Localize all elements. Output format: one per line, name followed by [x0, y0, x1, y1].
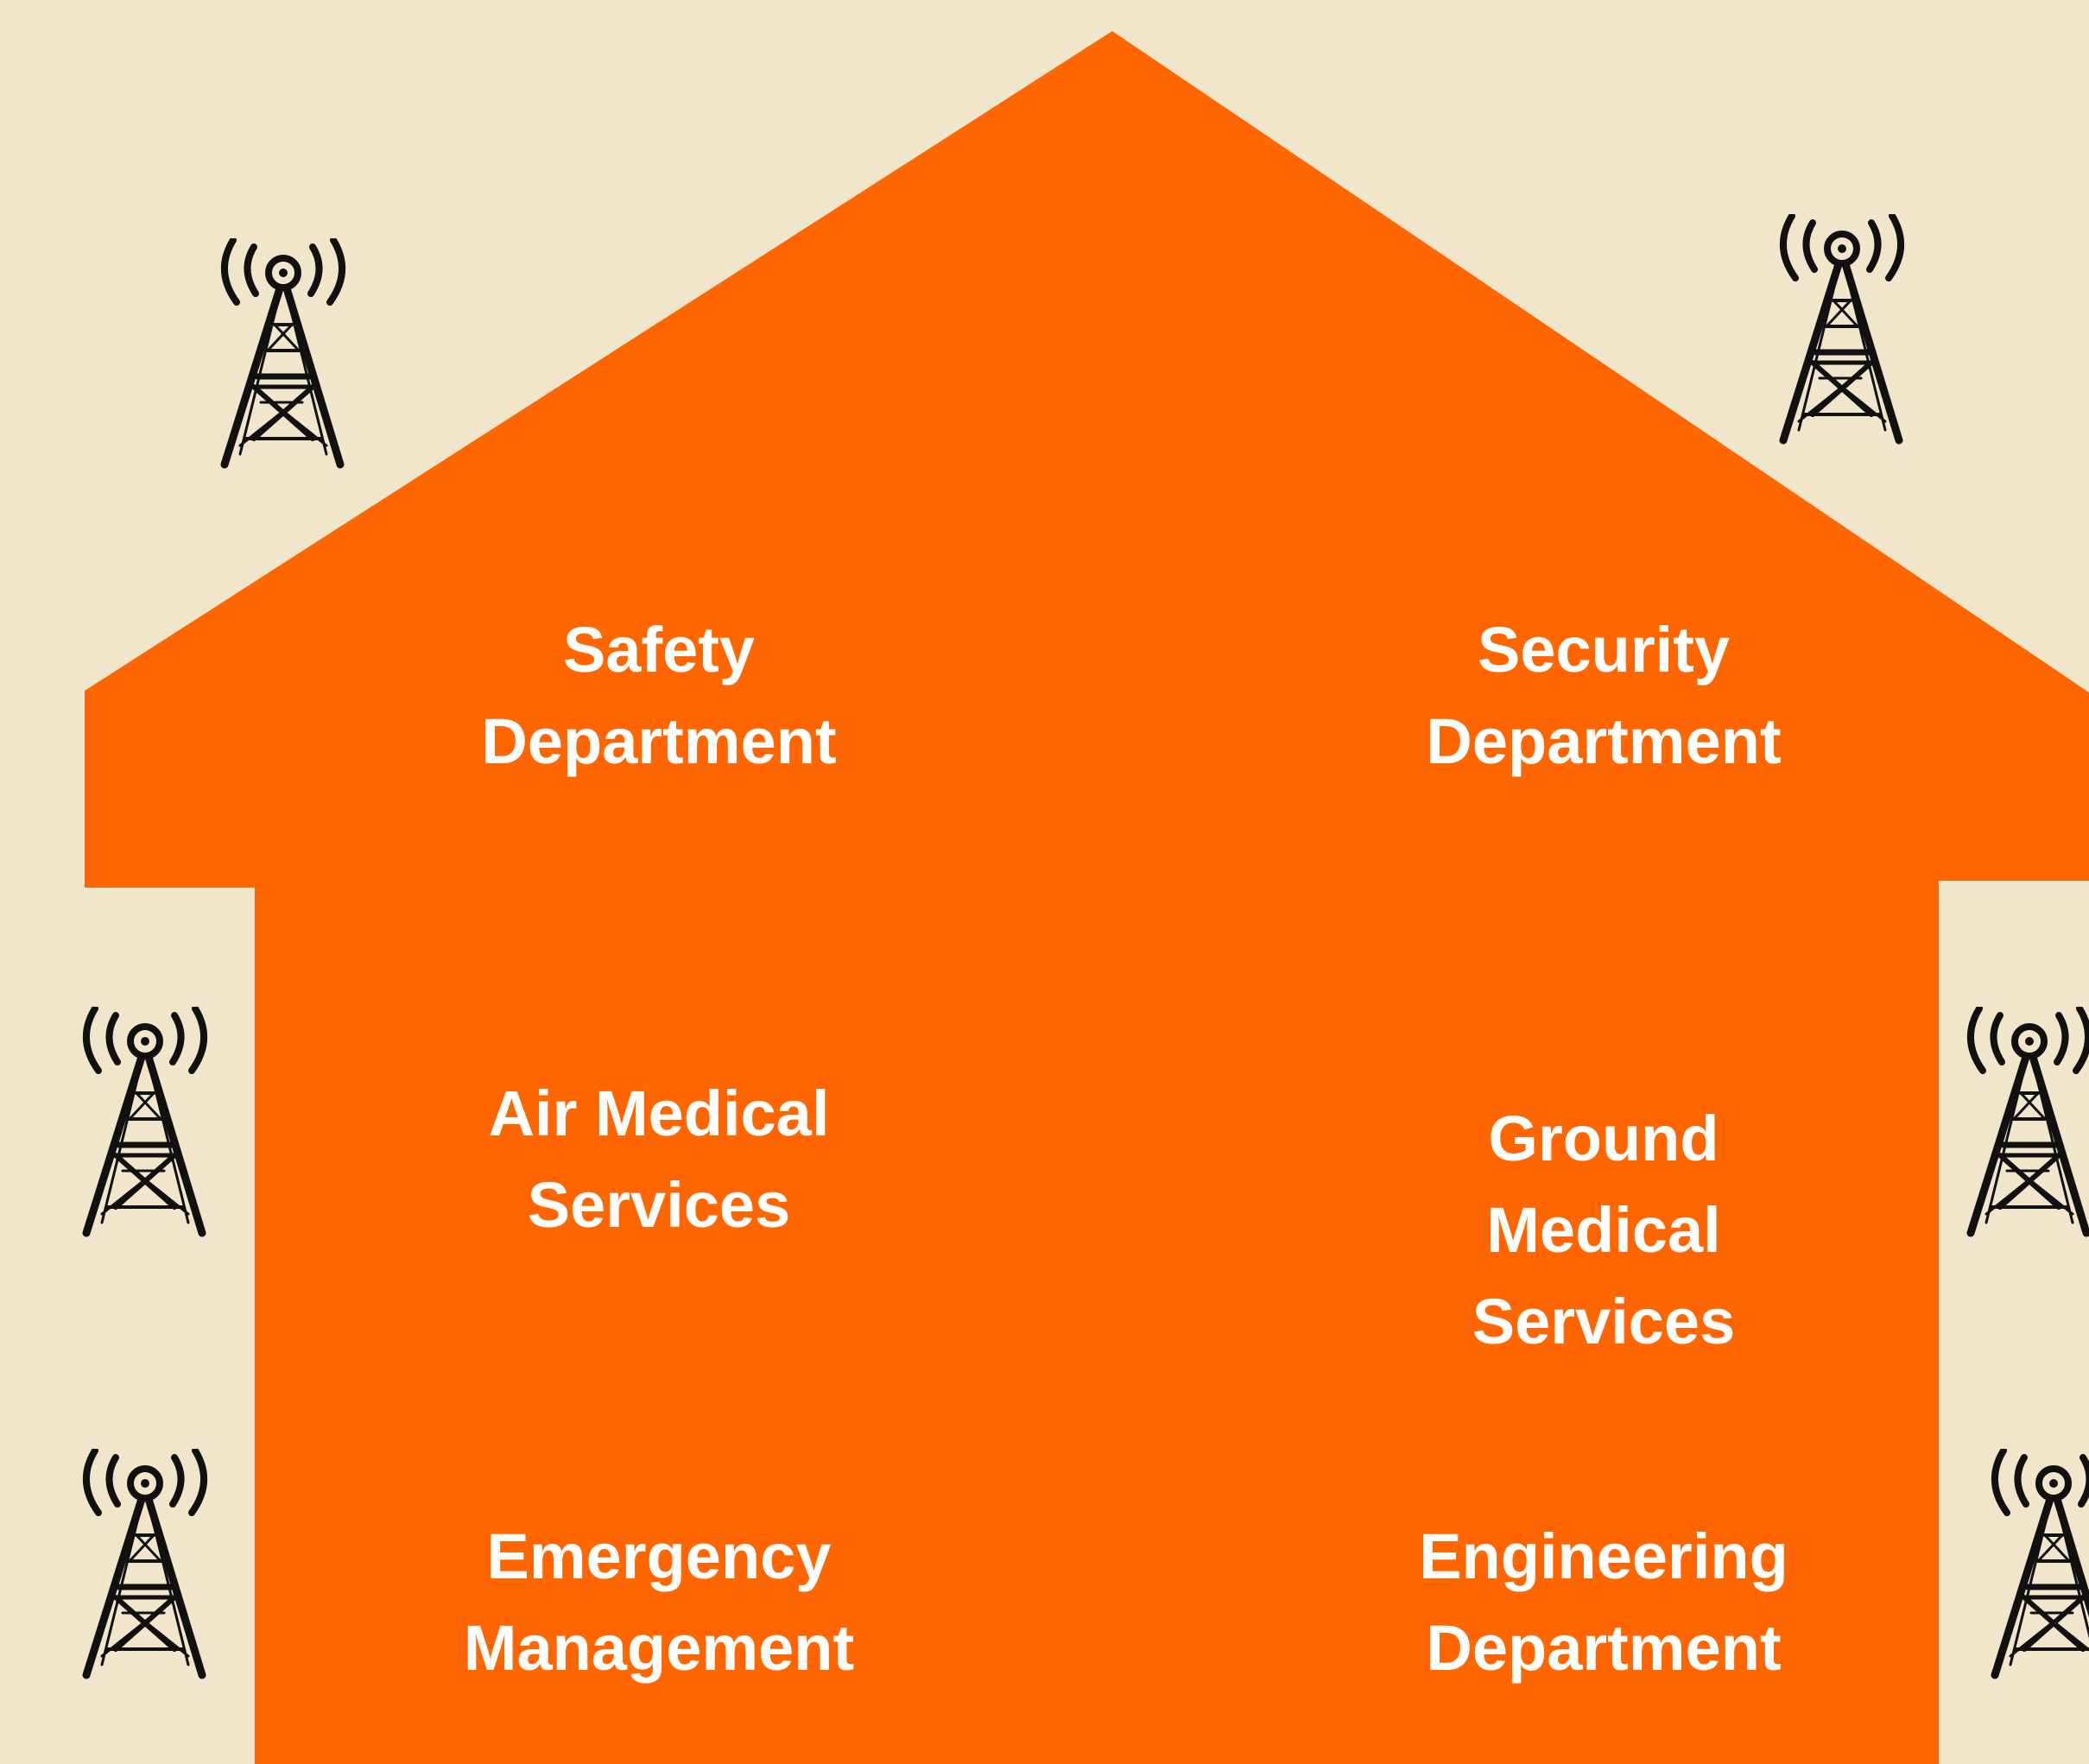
radio-tower-icon [1976, 1449, 2089, 1682]
safety-department-label: Safety Department [481, 614, 837, 777]
ground-medical-services-label: Ground Medical Services [1472, 1103, 1736, 1357]
radio-tower-icon [1952, 1007, 2089, 1240]
air-medical-services-label: Air Medical Services [488, 1078, 830, 1241]
security-department-label: Security Department [1426, 614, 1782, 777]
engineering-department-label: Engineering Department [1419, 1521, 1788, 1684]
emergency-management-label: Emergency Management [463, 1521, 855, 1684]
radio-tower-icon [1764, 214, 1920, 447]
radio-tower-icon [67, 1007, 223, 1240]
radio-tower-icon [67, 1449, 223, 1682]
radio-tower-icon [206, 238, 361, 471]
